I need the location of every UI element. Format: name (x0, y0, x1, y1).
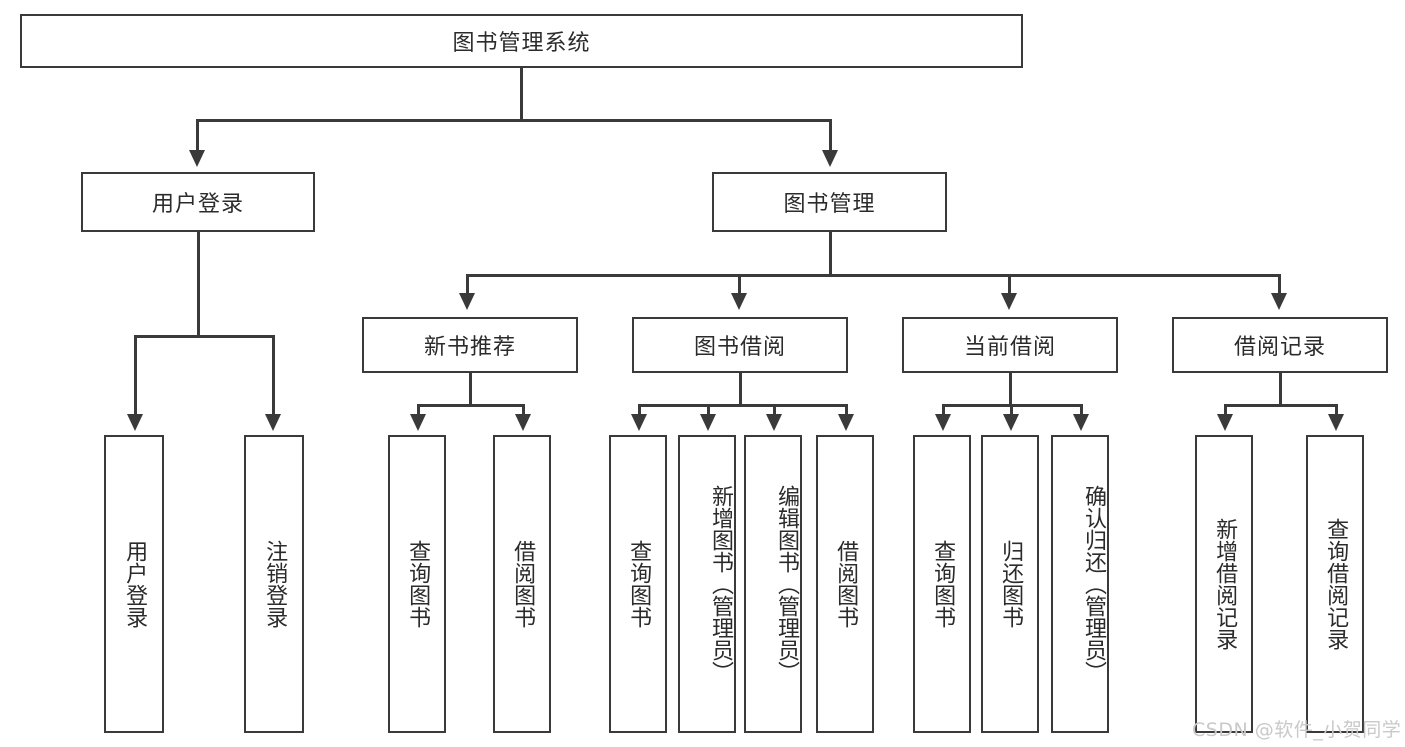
leaf-new-book-borrow[interactable]: 借阅图书 (493, 435, 551, 733)
edge-root-bus (196, 119, 832, 122)
leaf-book-borrow-borrow[interactable]: 借阅图书 (816, 435, 874, 733)
edge-book-borrow-bus (638, 404, 845, 407)
edge-borrow-record-bus (1224, 404, 1335, 407)
node-label: 编辑图书（管理员） (774, 485, 799, 683)
edge-borrow-record-branch-2 (1335, 404, 1338, 416)
edge-user-login-stem (197, 232, 200, 337)
edge-root-to-user-login (196, 119, 199, 152)
edge-book-mgmt-stem (829, 232, 832, 276)
node-label: 借阅图书 (833, 540, 859, 628)
arrow-user-login-leaf-2 (265, 414, 281, 431)
node-label: 查询图书 (626, 540, 652, 628)
leaf-user-login-logout[interactable]: 注销登录 (244, 435, 304, 733)
node-label: 查询图书 (405, 540, 431, 628)
arrow-book-borrow-leaf-4 (838, 414, 854, 431)
edge-new-book-branch-2 (522, 404, 525, 416)
arrow-to-book-mgmt (822, 150, 838, 167)
arrow-current-borrow-leaf-1 (935, 414, 951, 431)
leaf-book-borrow-edit[interactable]: 编辑图书（管理员） (744, 435, 802, 733)
node-label: 当前借阅 (963, 335, 1056, 360)
leaf-current-borrow-confirm[interactable]: 确认归还（管理员） (1051, 435, 1109, 733)
edge-book-mgmt-branch-1 (466, 274, 469, 295)
node-root-system[interactable]: 图书管理系统 (20, 14, 1023, 68)
node-label: 图书管理系统 (452, 31, 591, 56)
leaf-borrow-record-add[interactable]: 新增借阅记录 (1195, 435, 1253, 733)
arrow-borrow-record-leaf-2 (1328, 414, 1344, 431)
arrow-book-borrow-leaf-1 (631, 414, 647, 431)
arrow-borrow-record-leaf-1 (1217, 414, 1233, 431)
node-label: 用户登录 (151, 192, 244, 217)
edge-current-borrow-branch-3 (1080, 404, 1083, 416)
edge-book-borrow-branch-2 (707, 404, 710, 416)
edge-new-book-stem (469, 373, 472, 406)
node-book-borrow[interactable]: 图书借阅 (632, 317, 848, 373)
edge-new-book-branch-1 (417, 404, 420, 416)
node-label: 用户登录 (122, 540, 148, 628)
leaf-user-login-login[interactable]: 用户登录 (104, 435, 164, 733)
node-user-login[interactable]: 用户登录 (81, 172, 315, 232)
arrow-to-new-book (459, 293, 475, 310)
arrow-book-borrow-leaf-2 (700, 414, 716, 431)
node-label: 查询图书 (930, 540, 956, 628)
arrow-to-borrow-record (1271, 293, 1287, 310)
node-label: 查询借阅记录 (1323, 518, 1349, 650)
edge-user-login-branch-2 (272, 335, 275, 415)
edge-current-borrow-branch-1 (942, 404, 945, 416)
edge-book-borrow-branch-3 (773, 404, 776, 416)
node-book-management[interactable]: 图书管理 (712, 172, 947, 232)
edge-new-book-bus (417, 404, 522, 407)
edge-user-login-branch-1 (134, 335, 137, 415)
edge-borrow-record-branch-1 (1224, 404, 1227, 416)
edge-borrow-record-stem (1279, 373, 1282, 406)
edge-book-borrow-branch-4 (845, 404, 848, 416)
arrow-user-login-leaf-1 (127, 414, 143, 431)
edge-book-borrow-stem (739, 373, 742, 406)
node-borrow-record[interactable]: 借阅记录 (1172, 317, 1388, 373)
node-label: 图书管理 (783, 192, 876, 217)
arrow-to-user-login (189, 150, 205, 167)
leaf-book-borrow-query[interactable]: 查询图书 (609, 435, 667, 733)
node-label: 图书借阅 (693, 335, 786, 360)
edge-user-login-bus (134, 335, 272, 338)
edge-root-stem (520, 68, 523, 120)
edge-book-borrow-branch-1 (638, 404, 641, 416)
leaf-current-borrow-query[interactable]: 查询图书 (913, 435, 971, 733)
leaf-new-book-query[interactable]: 查询图书 (388, 435, 446, 733)
edge-book-mgmt-branch-4 (1278, 274, 1281, 295)
node-label: 归还图书 (998, 540, 1024, 628)
edge-book-mgmt-bus (466, 274, 1278, 277)
watermark-text: CSDN @软件_小贺同学 (1192, 719, 1402, 741)
arrow-current-borrow-leaf-2 (1003, 414, 1019, 431)
arrow-to-book-borrow (731, 293, 747, 310)
node-label: 新书推荐 (423, 335, 516, 360)
edge-book-mgmt-branch-2 (738, 274, 741, 295)
csdn-watermark: CSDN @软件_小贺同学 (1192, 715, 1401, 742)
node-label: 新增借阅记录 (1212, 518, 1238, 650)
edge-current-borrow-branch-2 (1010, 404, 1013, 416)
node-new-book-recommend[interactable]: 新书推荐 (362, 317, 578, 373)
leaf-current-borrow-return[interactable]: 归还图书 (981, 435, 1039, 733)
arrow-to-current-borrow (1001, 293, 1017, 310)
edge-current-borrow-stem (1009, 373, 1012, 406)
arrow-book-borrow-leaf-3 (766, 414, 782, 431)
node-label: 新增图书（管理员） (708, 485, 733, 683)
node-current-borrow[interactable]: 当前借阅 (902, 317, 1118, 373)
arrow-current-borrow-leaf-3 (1073, 414, 1089, 431)
node-label: 借阅记录 (1233, 335, 1326, 360)
arrow-new-book-leaf-2 (515, 414, 531, 431)
node-label: 确认归还（管理员） (1081, 485, 1106, 683)
leaf-borrow-record-query[interactable]: 查询借阅记录 (1306, 435, 1364, 733)
arrow-new-book-leaf-1 (410, 414, 426, 431)
edge-root-to-book-mgmt (829, 119, 832, 152)
node-label: 借阅图书 (510, 540, 536, 628)
node-label: 注销登录 (262, 540, 288, 628)
edge-book-mgmt-branch-3 (1008, 274, 1011, 295)
leaf-book-borrow-add[interactable]: 新增图书（管理员） (678, 435, 736, 733)
